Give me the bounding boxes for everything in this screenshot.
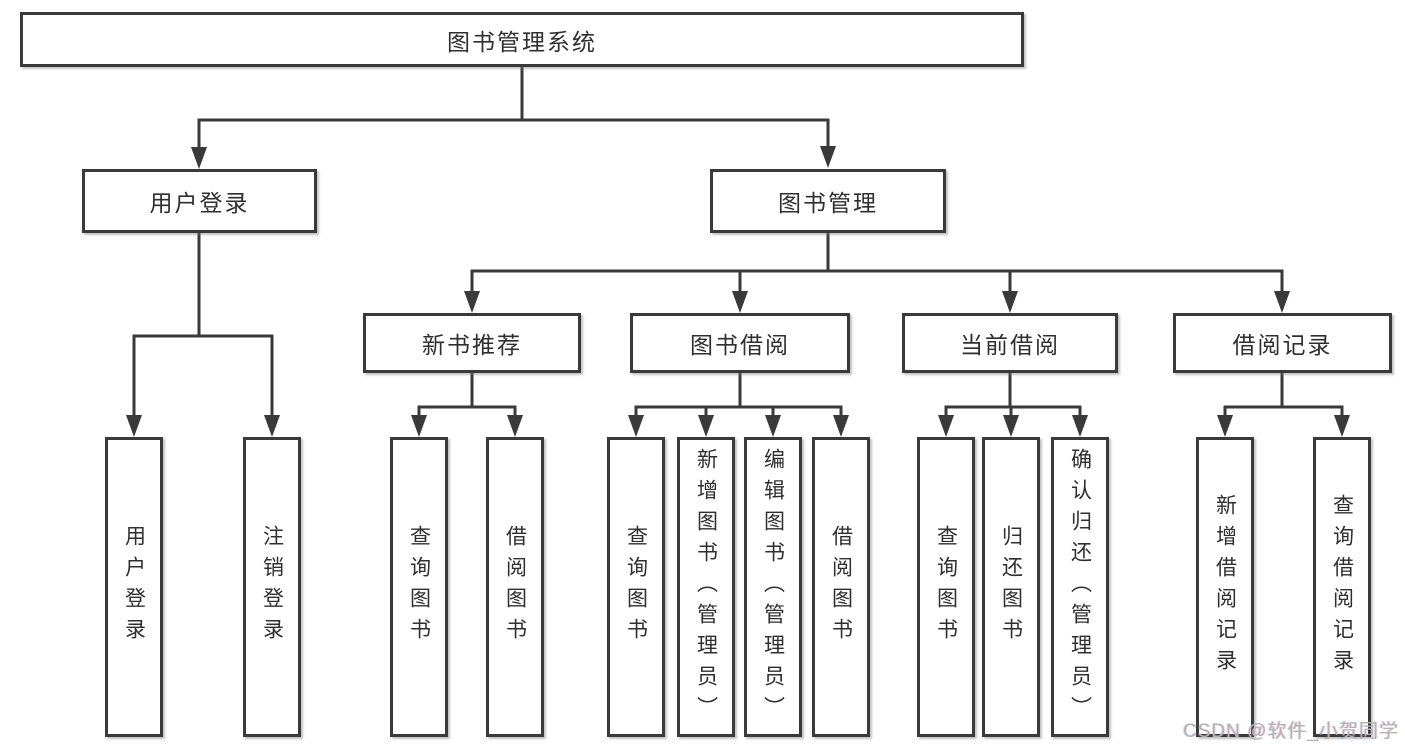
node-label: 查询图书 <box>624 525 648 649</box>
node-label: 注销登录 <box>260 525 284 649</box>
leaf-current-query-books: 查询图书 <box>917 437 975 737</box>
node-label: 图书借阅 <box>690 332 790 358</box>
node-label: 新书推荐 <box>422 332 522 358</box>
node-label: 查询借阅记录 <box>1330 494 1354 680</box>
node-label: 编辑图书（管理员） <box>761 447 785 727</box>
leaf-add-borrow-record: 新增借阅记录 <box>1196 437 1254 737</box>
leaf-borrow-query-books: 查询图书 <box>607 437 665 737</box>
arrowheads <box>126 146 1350 437</box>
leaf-recommend-query-books: 查询图书 <box>390 437 448 737</box>
node-label: 借阅图书 <box>503 525 527 649</box>
node-new-book-recommend: 新书推荐 <box>363 313 581 373</box>
node-label: 图书管理 <box>778 190 878 216</box>
node-label: 确认归还（管理员） <box>1068 447 1092 727</box>
leaf-confirm-return-admin: 确认归还（管理员） <box>1051 437 1109 737</box>
node-label: 用户登录 <box>122 525 146 649</box>
leaf-add-books-admin: 新增图书（管理员） <box>677 437 735 737</box>
leaf-user-login: 用户登录 <box>105 437 163 737</box>
node-label: 查询图书 <box>407 525 431 649</box>
node-label: 用户登录 <box>149 190 250 216</box>
node-book-borrow: 图书借阅 <box>630 313 850 373</box>
node-label: 归还图书 <box>999 525 1023 649</box>
node-current-borrow: 当前借阅 <box>902 313 1118 373</box>
node-library-management-system: 图书管理系统 <box>20 12 1024 67</box>
node-label: 借阅记录 <box>1232 332 1333 358</box>
node-label: 新增图书（管理员） <box>694 447 718 727</box>
leaf-return-books: 归还图书 <box>982 437 1040 737</box>
node-borrow-records: 借阅记录 <box>1173 313 1392 373</box>
leaf-edit-books-admin: 编辑图书（管理员） <box>744 437 802 737</box>
node-label: 借阅图书 <box>829 525 853 649</box>
node-label: 图书管理系统 <box>447 28 597 55</box>
leaf-recommend-borrow-books: 借阅图书 <box>486 437 544 737</box>
node-label: 新增借阅记录 <box>1213 494 1237 680</box>
leaf-logout-login: 注销登录 <box>243 437 301 737</box>
node-label: 查询图书 <box>934 525 958 649</box>
node-user-login: 用户登录 <box>82 169 317 233</box>
node-label: 当前借阅 <box>960 332 1060 358</box>
csdn-watermark: CSDN @软件_小贺同学 <box>1183 721 1399 742</box>
leaf-borrow-books: 借阅图书 <box>812 437 870 737</box>
leaf-query-borrow-record: 查询借阅记录 <box>1313 437 1371 737</box>
node-book-management: 图书管理 <box>710 169 946 233</box>
